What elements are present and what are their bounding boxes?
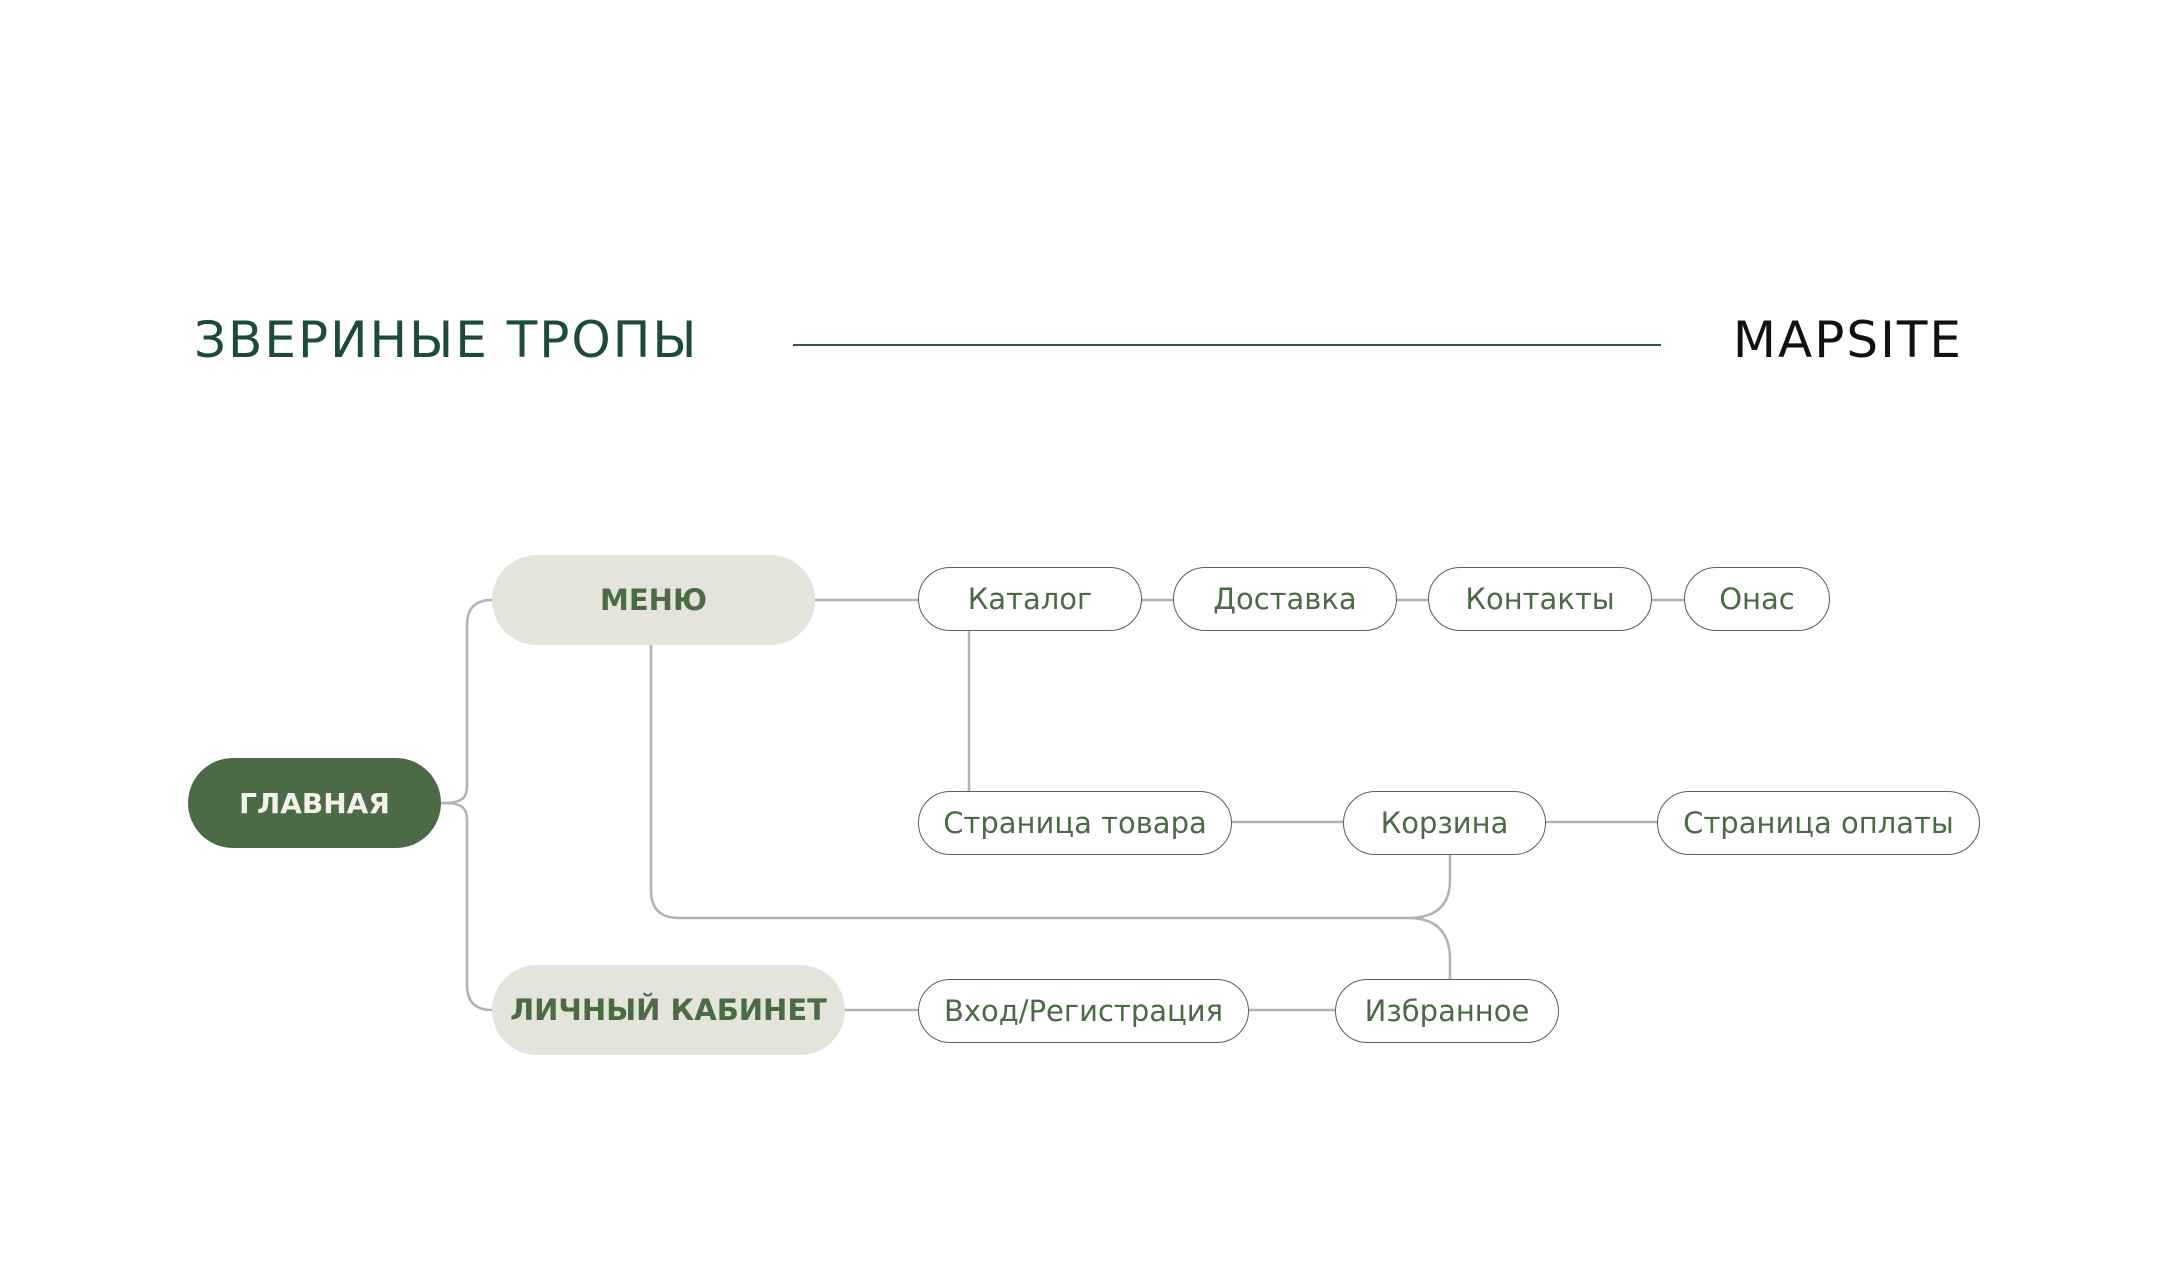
- connector-main-to-sections: [440, 598, 493, 1012]
- node-payment-page[interactable]: Страница оплаты: [1657, 791, 1980, 855]
- node-cart[interactable]: Корзина: [1343, 791, 1546, 855]
- node-main-page[interactable]: ГЛАВНАЯ: [188, 758, 441, 848]
- node-personal-account[interactable]: ЛИЧНЫЙ КАБИНЕТ: [492, 965, 845, 1055]
- node-product-page[interactable]: Страница товара: [918, 791, 1232, 855]
- node-favorites[interactable]: Избранное: [1335, 979, 1559, 1043]
- connector-cart-bus: [1407, 853, 1452, 980]
- node-contacts[interactable]: Контакты: [1428, 567, 1652, 631]
- node-catalog[interactable]: Каталог: [918, 567, 1142, 631]
- node-login-registration[interactable]: Вход/Регистрация: [918, 979, 1249, 1043]
- connector-menu-bus: [649, 645, 1408, 920]
- header-divider-line: [793, 344, 1661, 346]
- site-title: ЗВЕРИНЫЕ ТРОПЫ: [194, 311, 699, 369]
- node-about[interactable]: Онас: [1684, 567, 1830, 631]
- node-menu[interactable]: МЕНЮ: [492, 555, 815, 645]
- node-delivery[interactable]: Доставка: [1173, 567, 1397, 631]
- brand-label: MAPSITE: [1732, 311, 1963, 369]
